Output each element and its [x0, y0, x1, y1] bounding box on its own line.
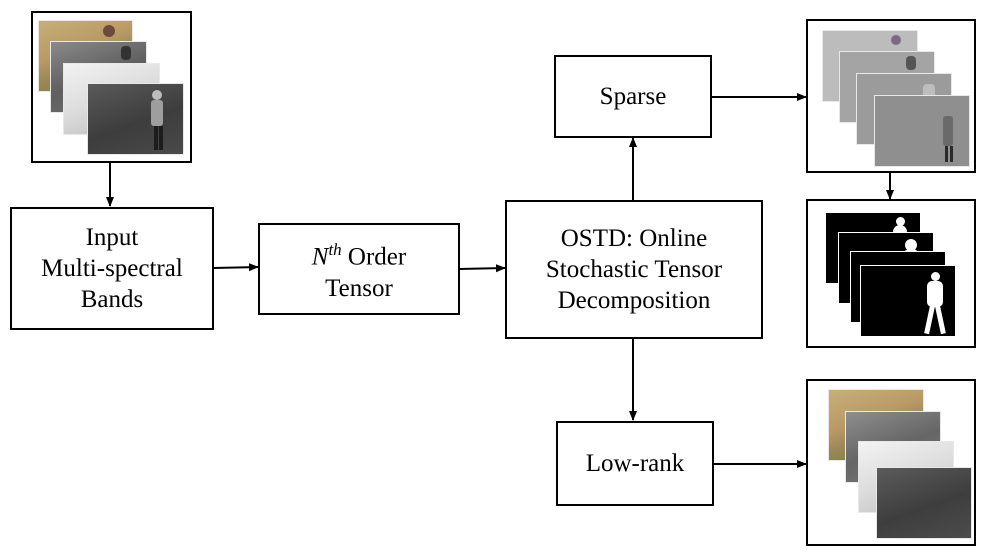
- sparse-label: Sparse: [599, 83, 667, 110]
- tensor-order-label: Order: [341, 243, 407, 271]
- mask-image-4: [860, 265, 956, 337]
- sparse-image-4: [874, 95, 970, 167]
- tensor-box: Nth Order Tensor: [258, 223, 460, 315]
- input-line-3: Bands: [80, 286, 144, 313]
- ostd-line-1: OSTD: Online: [560, 225, 708, 252]
- input-box: Input Multi-spectral Bands: [10, 207, 214, 330]
- tensor-order-superscript: th: [328, 240, 342, 260]
- lowrank-output-panel: [806, 379, 976, 546]
- background-image-4: [876, 467, 972, 539]
- input-frames-panel: [31, 11, 192, 163]
- ostd-box: OSTD: Online Stochastic Tensor Decomposi…: [505, 200, 763, 339]
- input-line-2: Multi-spectral: [41, 255, 183, 282]
- mask-output-panel: [806, 199, 976, 348]
- arrow-tensor-to-ostd: [458, 264, 506, 273]
- arrow-input-to-tensor: [212, 263, 259, 272]
- tensor-order-symbol: N: [311, 243, 329, 271]
- sparse-box: Sparse: [554, 55, 712, 138]
- lowrank-box: Low-rank: [556, 421, 714, 506]
- ostd-line-2: Stochastic Tensor: [545, 256, 723, 283]
- input-line-1: Input: [85, 224, 139, 251]
- ostd-line-3: Decomposition: [557, 287, 711, 314]
- lowrank-label: Low-rank: [585, 450, 685, 477]
- tensor-line-1: Nth Order: [312, 234, 406, 272]
- band-image-4: [87, 83, 184, 155]
- sparse-output-panel: [806, 19, 976, 173]
- tensor-line-2: Tensor: [325, 274, 393, 302]
